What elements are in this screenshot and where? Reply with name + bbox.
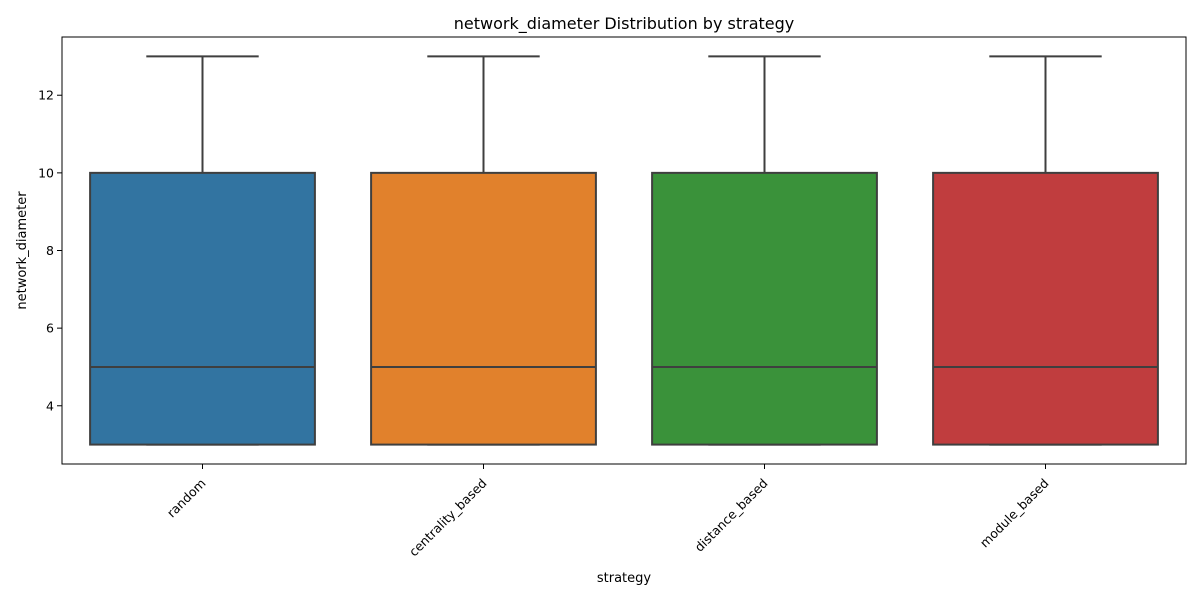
x-tick-label: module_based <box>977 476 1052 551</box>
box-group-distance_based <box>651 55 878 446</box>
y-tick-label: 12 <box>38 88 54 103</box>
box-group-centrality_based <box>370 55 597 446</box>
x-tick-label: centrality_based <box>406 476 490 560</box>
boxes-layer <box>89 55 1159 446</box>
y-tick-label: 4 <box>46 398 54 413</box>
y-tick-label: 6 <box>46 321 54 336</box>
box-random <box>89 171 316 446</box>
x-axis-label: strategy <box>597 571 652 586</box>
y-axis-label: network_diameter <box>15 191 30 310</box>
box-group-module_based <box>932 55 1159 446</box>
x-tick-label: distance_based <box>691 476 770 555</box>
x-tick-label: random <box>164 476 209 521</box>
box-centrality_based <box>370 171 597 446</box>
box-group-random <box>89 55 316 446</box>
y-axis: 4 6 8 10 12 <box>38 88 62 413</box>
y-tick-label: 8 <box>46 243 54 258</box>
x-axis: random centrality_based distance_based modu… <box>164 464 1052 559</box>
box-module_based <box>932 171 1159 446</box>
y-tick-label: 10 <box>38 165 54 180</box>
box-distance_based <box>651 171 878 446</box>
chart-title: network_diameter Distribution by strateg… <box>454 14 794 34</box>
